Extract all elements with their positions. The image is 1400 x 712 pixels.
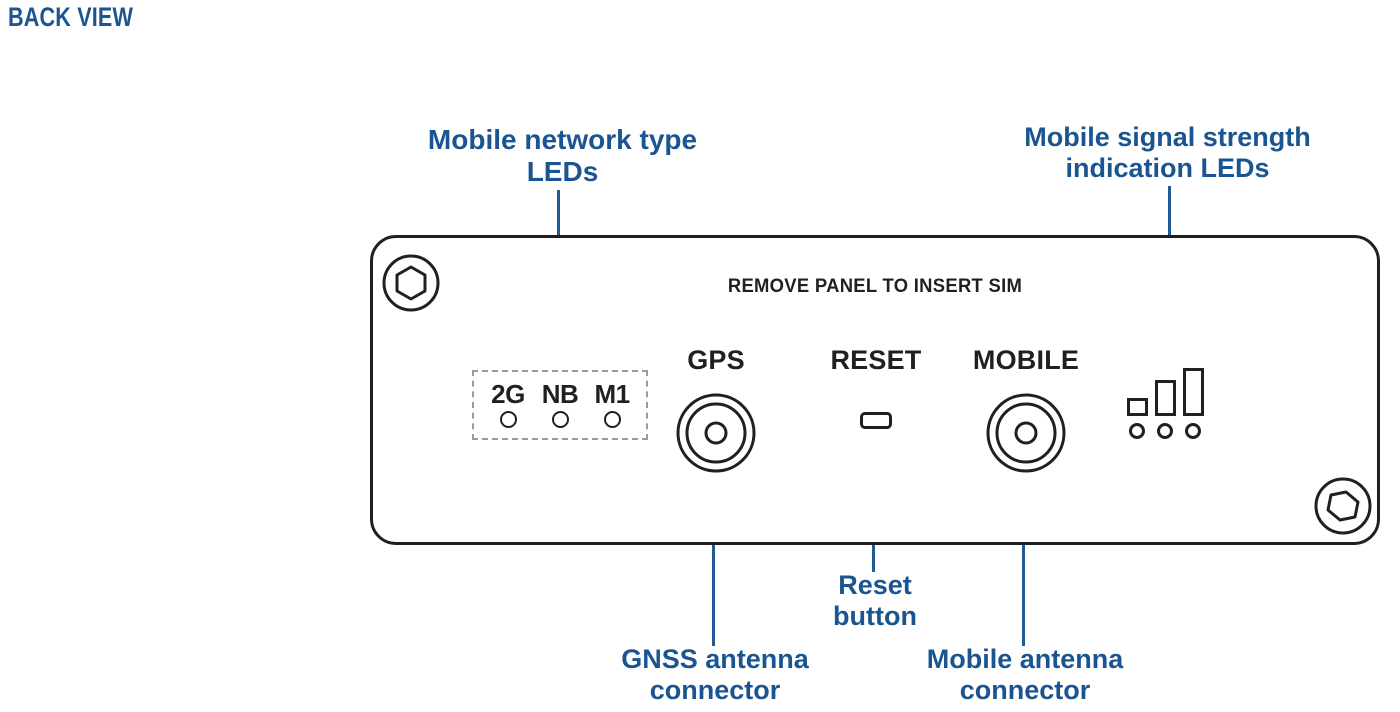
network-led-label: 2G <box>491 379 525 409</box>
led-indicator-dot <box>551 411 569 428</box>
signal-bar-3 <box>1183 368 1204 416</box>
network-led-2g: 2G <box>482 380 534 428</box>
callout-reset-button: Reset button <box>833 570 917 631</box>
callout-signal-strength-leds: Mobile signal strength indication LEDs <box>1024 122 1311 183</box>
signal-led-dot <box>1157 423 1173 439</box>
port-caption-mobile: MOBILE <box>972 345 1080 375</box>
device-back-panel: REMOVE PANEL TO INSERT SIM GPS RE <box>370 235 1380 545</box>
signal-led-dot <box>1129 423 1145 439</box>
callout-mobile-antenna-connector: Mobile antenna connector <box>926 644 1124 705</box>
gnss-antenna-connector[interactable] <box>676 393 756 473</box>
signal-strength-icon <box>1127 368 1209 443</box>
signal-bar-2 <box>1155 380 1176 416</box>
page-title: BACK VIEW <box>8 2 134 32</box>
led-indicator-dot <box>603 411 621 428</box>
port-caption-gps: GPS <box>687 345 745 375</box>
sim-notice-text: REMOVE PANEL TO INSERT SIM <box>727 276 1023 297</box>
signal-bar-1 <box>1127 398 1148 416</box>
mobile-antenna-connector[interactable] <box>986 393 1066 473</box>
led-indicator-dot <box>499 411 517 428</box>
network-type-led-group: 2G NB M1 <box>472 370 648 440</box>
leader-line-mobile-connector <box>1022 468 1025 646</box>
network-led-label: M1 <box>594 379 630 409</box>
network-led-nb: NB <box>534 380 586 428</box>
signal-led-dot <box>1185 423 1201 439</box>
reset-button[interactable] <box>860 412 892 429</box>
hex-screw-bottom-right <box>1313 476 1373 536</box>
network-led-m1: M1 <box>586 380 638 428</box>
hex-screw-top-left <box>381 253 441 313</box>
callout-gnss-antenna-connector: GNSS antenna connector <box>621 644 809 705</box>
port-caption-reset: RESET <box>830 345 922 375</box>
leader-line-gnss-connector <box>712 468 715 646</box>
callout-network-type-leds: Mobile network type LEDs <box>427 124 698 187</box>
network-led-label: NB <box>541 379 579 409</box>
